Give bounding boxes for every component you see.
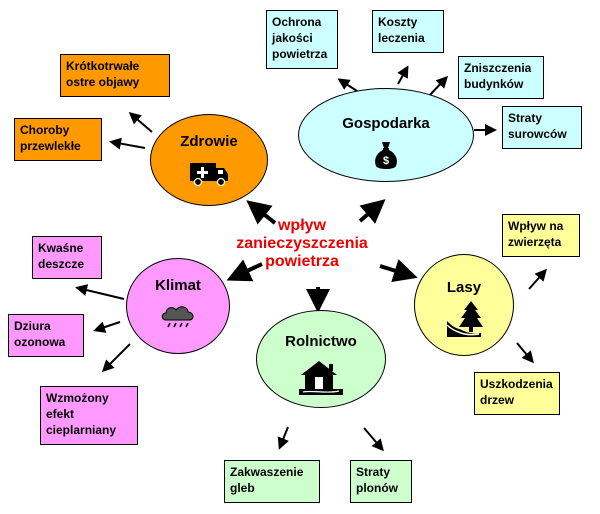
center-title-line-1: wpływ [277, 217, 326, 234]
box-uszkodzenia: Uszkodzenia drzew [474, 372, 560, 415]
svg-text:$: $ [383, 155, 389, 167]
box-wzmozony-label: Wzmożony efekt cieplarniany [46, 391, 117, 437]
hub-zdrowie-label: Zdrowie [180, 133, 238, 150]
arrow-gospodarka-koszty [397, 65, 409, 85]
hub-lasy-label: Lasy [446, 279, 482, 296]
arrow-gospodarka-ochrona [337, 78, 358, 92]
arrow-rolnictwo-straty-plonow [363, 427, 384, 452]
ambulance-icon [190, 163, 228, 187]
box-wzmozony: Wzmożony efekt cieplarniany [40, 386, 138, 445]
money-bag-icon: $ [375, 142, 397, 169]
arrow-center-to-lasy [379, 259, 418, 283]
hub-rolnictwo: Rolnictwo [256, 310, 386, 408]
hub-gospodarka-label: Gospodarka [342, 115, 430, 132]
box-krotkotrwale-label: Krótkotrwałe ostre objawy [66, 59, 140, 89]
box-choroby-label: Choroby przewlekłe [20, 123, 81, 153]
box-zakwaszenie-label: Zakwaszenie gleb [230, 465, 304, 495]
box-kwasne: Kwaśne deszcze [32, 236, 102, 279]
box-ochrona: Ochrona jakości powietrza [266, 10, 338, 69]
arrow-lasy-zwierzeta [528, 268, 547, 290]
box-wplyw-zwierzeta-label: Wpływ na zwierzęta [508, 219, 564, 249]
box-straty-surowcow-label: Straty surowców [508, 111, 567, 141]
arrow-klimat-kwasne [75, 284, 125, 300]
arrow-klimat-dziura [93, 321, 121, 333]
box-wplyw-zwierzeta: Wpływ na zwierzęta [502, 214, 580, 257]
arrow-klimat-wzmozony [101, 343, 131, 373]
box-kwasne-label: Kwaśne deszcze [38, 241, 85, 271]
hub-lasy: Lasy [414, 254, 514, 356]
box-krotkotrwale: Krótkotrwałe ostre objawy [60, 54, 170, 97]
center-title-line-2: zanieczyszczenia [236, 235, 368, 252]
box-zniszczenia: Zniszczenia budynków [458, 56, 544, 99]
box-uszkodzenia-label: Uszkodzenia drzew [480, 377, 553, 407]
box-straty-plonow: Straty plonów [350, 460, 412, 503]
hub-zdrowie: Zdrowie [150, 114, 268, 206]
arrow-center-to-klimat [226, 259, 263, 282]
farmhouse-icon [299, 361, 343, 395]
hub-gospodarka: Gospodarka $ [298, 88, 474, 182]
hub-rolnictwo-label: Rolnictwo [285, 333, 357, 350]
pine-tree-icon [446, 301, 483, 337]
center-title-line-3: powietrza [265, 253, 339, 270]
arrow-center-to-gospodarka [358, 199, 386, 224]
hub-klimat-label: Klimat [155, 277, 201, 294]
rain-cloud-icon [161, 306, 194, 328]
arrow-center-to-zdrowie [246, 200, 277, 225]
arrow-zdrowie-choroby [109, 137, 146, 150]
box-dziura: Dziura ozonowa [8, 314, 84, 357]
box-choroby: Choroby przewlekłe [14, 118, 102, 161]
arrow-rolnictwo-zakwaszenie [277, 426, 289, 450]
box-dziura-label: Dziura ozonowa [14, 319, 66, 349]
box-zniszczenia-label: Zniszczenia budynków [464, 61, 532, 91]
box-ochrona-label: Ochrona jakości powietrza [272, 15, 328, 61]
box-koszty: Koszty leczenia [372, 10, 444, 53]
box-straty-surowcow: Straty surowców [502, 106, 582, 149]
arrow-zdrowie-krotkotrwale [128, 112, 153, 133]
box-koszty-label: Koszty leczenia [378, 15, 425, 45]
box-straty-plonow-label: Straty plonów [356, 465, 398, 495]
arrow-lasy-uszkodzenia [516, 342, 534, 364]
box-zakwaszenie: Zakwaszenie gleb [224, 460, 320, 503]
hub-klimat: Klimat [126, 258, 230, 354]
center-title: wpływ zanieczyszczenia powietrza [228, 217, 376, 271]
